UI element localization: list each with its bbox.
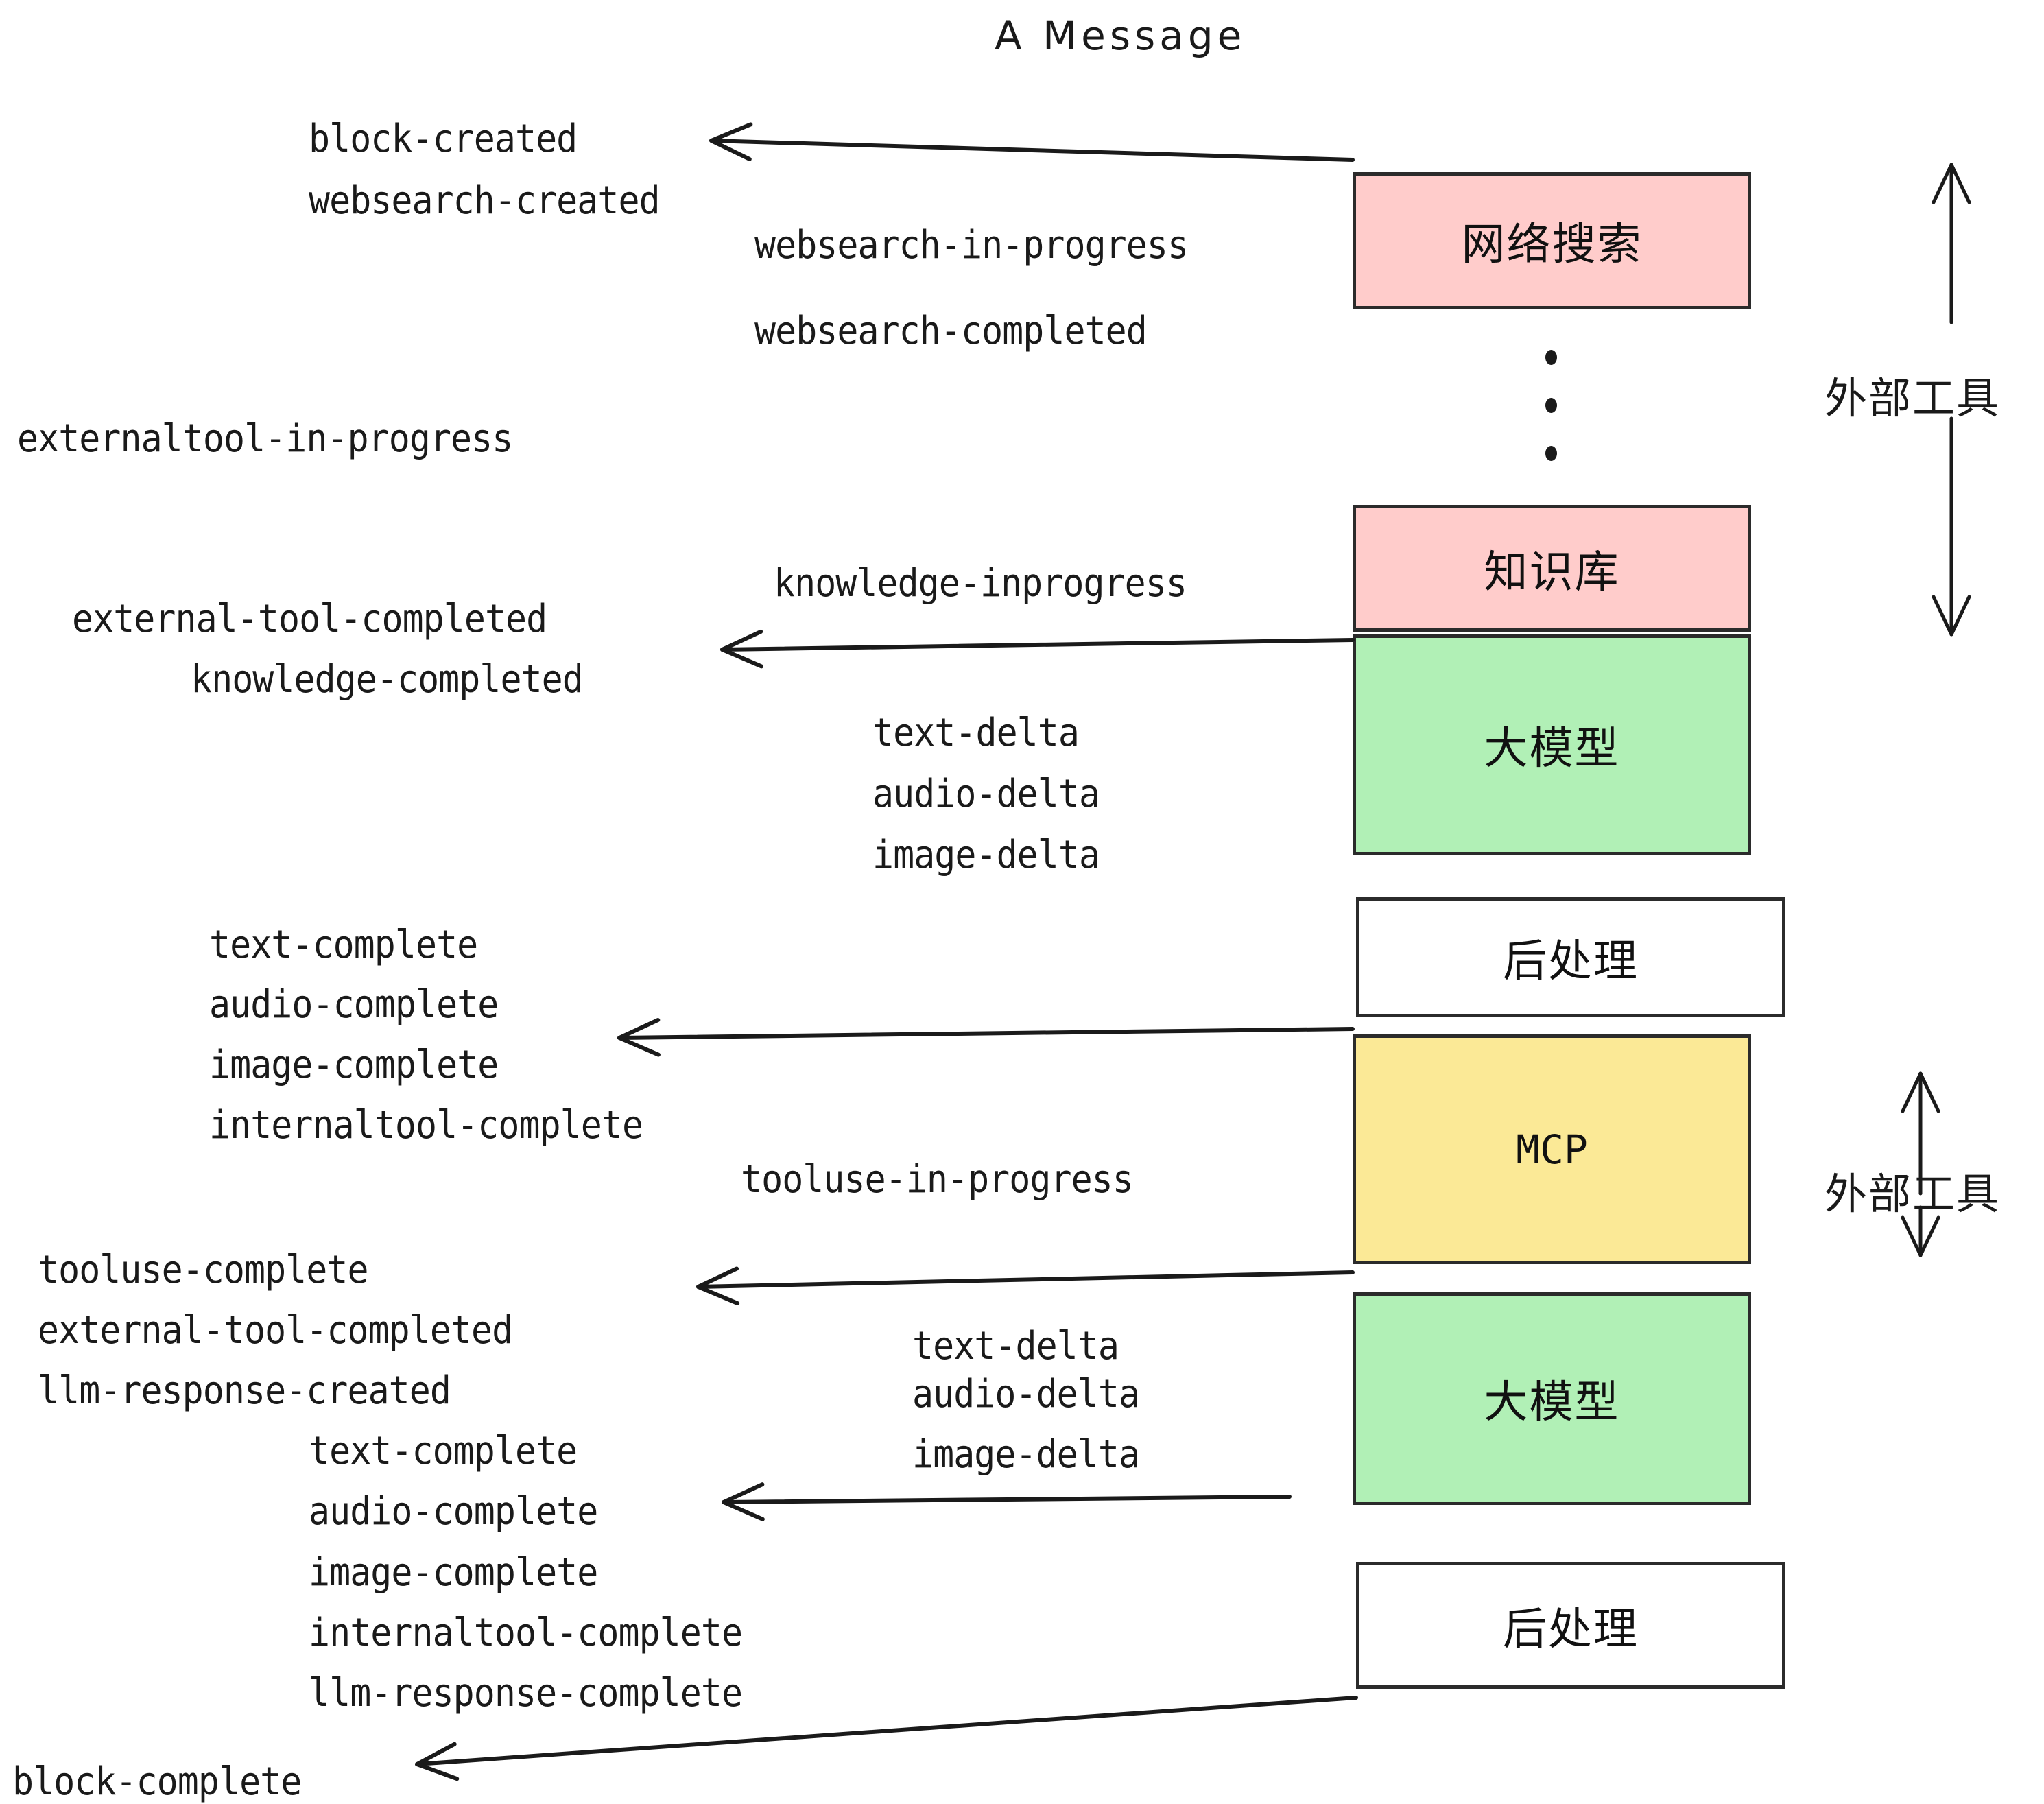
arrow-audio-complete-shaft bbox=[722, 1495, 1292, 1504]
event-label-internaltool-complete-1: internaltool-complete bbox=[209, 1103, 643, 1148]
event-label-tooluse-in-progress: tooluse-in-progress bbox=[741, 1157, 1134, 1202]
arrow-block-created-head bbox=[709, 122, 753, 161]
ellipsis-dot-2 bbox=[1545, 398, 1557, 413]
ellipsis-dot-1 bbox=[1545, 350, 1557, 365]
box-mcp: MCP bbox=[1353, 1034, 1751, 1264]
box-label: 大模型 bbox=[1484, 724, 1620, 774]
event-label-image-delta-2: image-delta bbox=[912, 1432, 1140, 1477]
arrow-image-complete-head bbox=[617, 1018, 661, 1057]
arrow-knowledge-done-shaft bbox=[720, 638, 1355, 652]
tool-arrow-up-bottom-head bbox=[1901, 1071, 1940, 1113]
event-label-knowledge-completed: knowledge-completed bbox=[191, 657, 584, 702]
event-label-block-complete: block-complete bbox=[12, 1759, 302, 1804]
arrow-image-complete-shaft bbox=[617, 1027, 1355, 1040]
tool-arrow-down-top-head bbox=[1932, 595, 1971, 637]
event-label-image-complete-1: image-complete bbox=[209, 1043, 499, 1087]
event-label-websearch-in-progress: websearch-in-progress bbox=[754, 223, 1189, 268]
arrow-knowledge-done-head bbox=[720, 629, 763, 669]
arrow-tooluse-complete-shaft bbox=[696, 1270, 1355, 1289]
event-label-text-delta-2: text-delta bbox=[912, 1324, 1119, 1368]
page-title: A Message bbox=[995, 12, 1246, 59]
event-label-audio-delta-1: audio-delta bbox=[872, 772, 1100, 816]
event-label-audio-complete-2: audio-complete bbox=[309, 1489, 598, 1534]
annotation-external-tool-bottom: 外部工具 bbox=[1825, 1169, 2001, 1219]
event-label-image-complete-2: image-complete bbox=[309, 1550, 598, 1595]
box-label: 大模型 bbox=[1484, 1377, 1620, 1428]
tool-arrow-down-bottom-head bbox=[1901, 1215, 1940, 1257]
event-label-text-delta-1: text-delta bbox=[872, 711, 1080, 755]
arrow-block-complete-head bbox=[415, 1742, 460, 1781]
box-label: 后处理 bbox=[1503, 1604, 1639, 1655]
event-label-audio-complete-1: audio-complete bbox=[209, 982, 499, 1027]
event-label-block-created: block-created bbox=[309, 117, 578, 161]
box-postprocess-1: 后处理 bbox=[1356, 897, 1785, 1017]
box-label: MCP bbox=[1516, 1126, 1588, 1173]
ellipsis-dot-3 bbox=[1545, 446, 1557, 461]
box-label: 知识库 bbox=[1484, 547, 1620, 598]
box-knowledge: 知识库 bbox=[1353, 505, 1751, 632]
event-label-llm-response-complete: llm-response-complete bbox=[309, 1671, 743, 1716]
event-label-knowledge-inprogress: knowledge-inprogress bbox=[774, 561, 1187, 606]
event-label-websearch-completed: websearch-completed bbox=[754, 309, 1148, 353]
annotation-external-tool-top: 外部工具 bbox=[1825, 373, 2001, 423]
event-label-audio-delta-2: audio-delta bbox=[912, 1372, 1140, 1416]
box-websearch: 网络搜索 bbox=[1353, 172, 1751, 309]
box-label: 网络搜索 bbox=[1461, 219, 1643, 270]
event-label-text-complete-2: text-complete bbox=[309, 1429, 578, 1473]
event-label-websearch-created: websearch-created bbox=[309, 178, 661, 223]
event-label-image-delta-1: image-delta bbox=[872, 833, 1100, 877]
box-llm-1: 大模型 bbox=[1353, 634, 1751, 855]
box-label: 后处理 bbox=[1503, 936, 1639, 987]
event-label-tooluse-complete: tooluse-complete bbox=[38, 1248, 368, 1292]
event-label-external-tool-completed-1: external-tool-completed bbox=[72, 597, 547, 641]
arrow-tooluse-complete-head bbox=[696, 1266, 740, 1306]
event-label-text-complete-1: text-complete bbox=[209, 923, 478, 967]
box-llm-2: 大模型 bbox=[1353, 1292, 1751, 1505]
arrow-block-created-shaft bbox=[709, 139, 1355, 162]
event-label-external-tool-completed-2: external-tool-completed bbox=[38, 1308, 513, 1353]
arrow-audio-complete-head bbox=[722, 1482, 765, 1521]
tool-arrow-up-top-head bbox=[1932, 163, 1971, 204]
box-postprocess-2: 后处理 bbox=[1356, 1562, 1785, 1689]
event-label-internaltool-complete-2: internaltool-complete bbox=[309, 1611, 743, 1655]
event-label-externaltool-in-progress: externaltool-in-progress bbox=[17, 416, 513, 461]
event-label-llm-response-created: llm-response-created bbox=[38, 1368, 451, 1413]
